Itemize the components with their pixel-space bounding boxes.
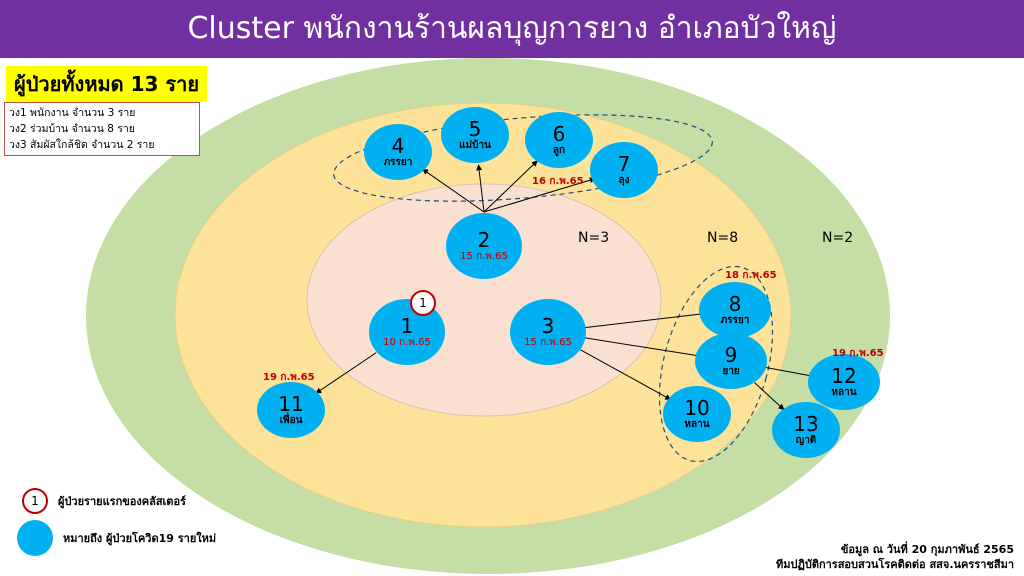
legend-first-case: 1 ผู้ป่วยรายแรกของคลัสเตอร์ — [22, 488, 186, 514]
case-number: 9 — [724, 343, 738, 367]
case-number: 3 — [541, 314, 555, 338]
case-number: 12 — [831, 364, 857, 388]
case-date: 10 ก.พ.65 — [383, 337, 431, 348]
case-relation: เพื่อน — [279, 415, 303, 426]
edges-layer — [315, 160, 816, 411]
edge-3-9 — [584, 337, 702, 359]
first-case-marker: 1 — [410, 290, 436, 316]
case-node-4 — [364, 124, 432, 180]
legend-case-symbol — [17, 520, 53, 556]
case-relation: แม่บ้าน — [459, 140, 491, 151]
case-node-7 — [590, 142, 658, 198]
title-bar: Cluster พนักงานร้านผลบุญการยาง อำเภอบัวใ… — [0, 0, 1024, 58]
case-date: 15 ก.พ.65 — [524, 337, 572, 348]
case-node-5 — [441, 107, 509, 163]
edge-2-6 — [483, 160, 538, 213]
footer: ข้อมูล ณ วันที่ 20 กุมภาพันธ์ 2565 ทีมปฏ… — [776, 542, 1014, 572]
ring-summary-3: วง3 สัมผัสใกล้ชิด จำนวน 2 ราย — [9, 139, 155, 151]
date-label-cases-4-7: 16 ก.พ.65 — [532, 176, 584, 187]
case-number: 1 — [400, 314, 414, 338]
ring-summary-2: วง2 ร่วมบ้าน จำนวน 8 ราย — [9, 123, 135, 135]
edge-9-12 — [762, 366, 816, 379]
inner-ring-label: N=3 — [578, 230, 610, 246]
case-node-10 — [663, 386, 731, 442]
case-relation: ลูก — [552, 145, 566, 156]
edge-2-7 — [483, 177, 596, 213]
date-label-cases-8-10: 18 ก.พ.65 — [725, 270, 777, 281]
case-node-9 — [695, 333, 767, 389]
case-relation: หลาน — [831, 387, 857, 398]
edge-2-5 — [476, 164, 485, 213]
case-date: 15 ก.พ.65 — [460, 251, 508, 262]
edge-1-11 — [315, 352, 377, 394]
case-number: 8 — [728, 292, 742, 316]
case-node-11 — [257, 382, 325, 438]
middle-ring-label: N=8 — [707, 230, 739, 246]
edge-3-10 — [580, 349, 672, 400]
case-relation: ภรรยา — [720, 315, 750, 326]
footer-date: ข้อมูล ณ วันที่ 20 กุมภาพันธ์ 2565 — [840, 543, 1014, 556]
edge-3-8 — [584, 311, 706, 329]
edge-2-4 — [422, 168, 485, 213]
case-node-3 — [510, 299, 586, 365]
outer-ring-label: N=2 — [822, 230, 854, 246]
legend-first-case-symbol: 1 — [22, 488, 48, 514]
case-relation: ญาติ — [795, 435, 817, 446]
case-node-8 — [699, 282, 771, 338]
date-label-cases-12-13: 19 ก.พ.65 — [832, 348, 884, 359]
case-node-12 — [808, 354, 880, 410]
date-label-case-11: 19 ก.พ.65 — [263, 372, 315, 383]
case-number: 7 — [617, 152, 631, 176]
case-relation: หลาน — [684, 419, 710, 430]
total-cases-label: ผู้ป่วยทั้งหมด 13 ราย — [6, 66, 208, 102]
group-4-7-outline — [333, 114, 713, 202]
case-number: 13 — [793, 412, 819, 436]
case-relation: ภรรยา — [383, 157, 413, 168]
case-node-13 — [772, 402, 840, 458]
case-number: 6 — [552, 122, 566, 146]
case-number: 2 — [477, 228, 491, 252]
case-node-2 — [446, 213, 522, 279]
case-node-6 — [525, 112, 593, 168]
ring-summary-1: วง1 พนักงาน จำนวน 3 ราย — [9, 107, 136, 119]
case-number: 10 — [684, 396, 710, 420]
footer-team: ทีมปฏิบัติการสอบสวนโรคติดต่อ สสจ.นครราชส… — [775, 558, 1014, 571]
case-number: 4 — [391, 134, 405, 158]
case-relation: ลุง — [618, 175, 630, 186]
ring-summary-box: วง1 พนักงาน จำนวน 3 ราย วง2 ร่วมบ้าน จำน… — [4, 102, 200, 156]
edge-9-13 — [754, 382, 785, 411]
legend-case-text: หมายถึง ผู้ป่วยโควิด19 รายใหม่ — [63, 532, 217, 545]
case-number: 5 — [468, 117, 482, 141]
legend-first-case-text: ผู้ป่วยรายแรกของคลัสเตอร์ — [58, 495, 186, 508]
case-number: 11 — [278, 392, 304, 416]
legend-case: หมายถึง ผู้ป่วยโควิด19 รายใหม่ — [17, 520, 216, 556]
page-title: Cluster พนักงานร้านผลบุญการยาง อำเภอบัวใ… — [187, 11, 837, 46]
case-relation: ยาย — [722, 366, 740, 377]
